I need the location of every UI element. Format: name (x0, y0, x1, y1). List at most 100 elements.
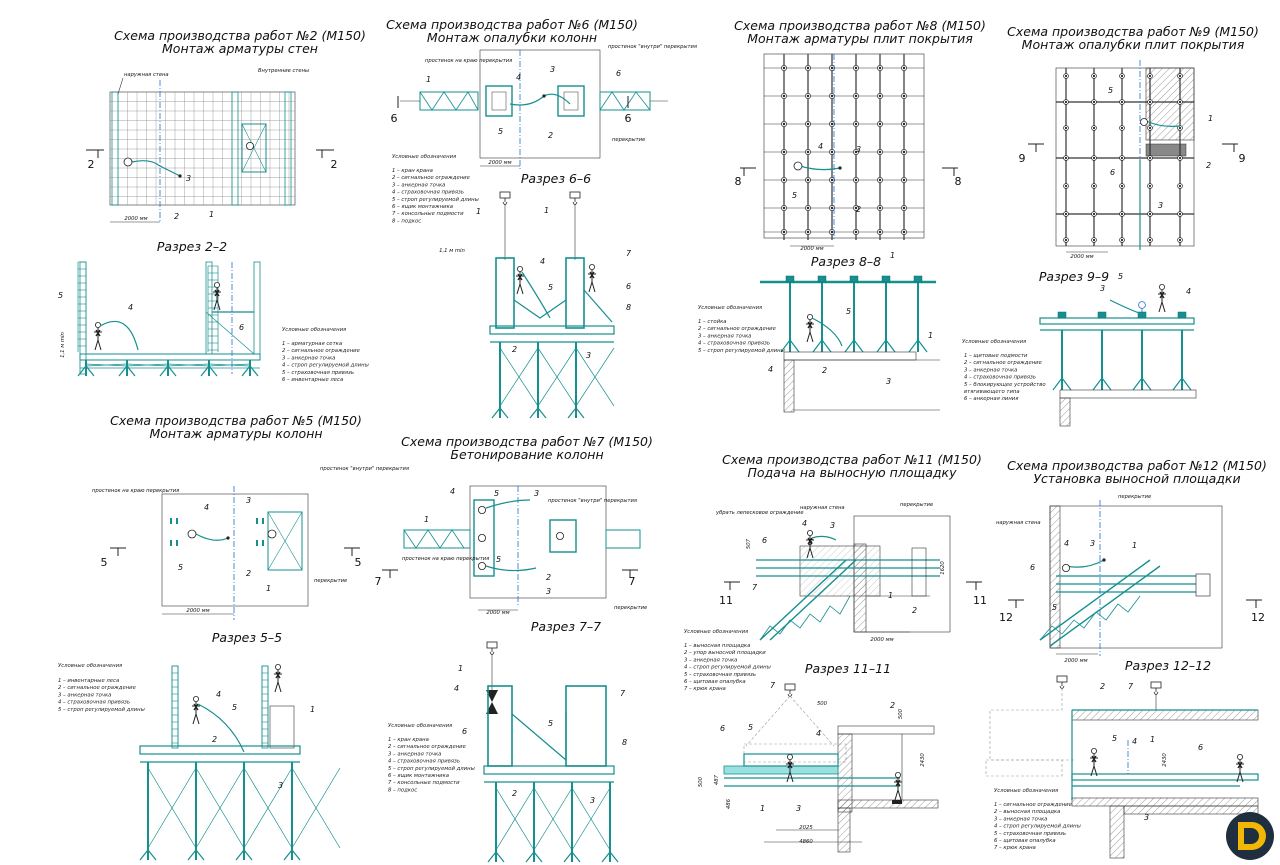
svg-text:2: 2 (822, 366, 827, 375)
legend-item: 1 – кран крана (392, 168, 433, 174)
svg-text:6: 6 (1030, 563, 1035, 572)
svg-text:1: 1 (544, 206, 549, 215)
legend-item: 5 – блокирующее устройство (964, 382, 1046, 388)
legend-s5: Условные обозначения 1 – инвентарные лес… (58, 663, 145, 713)
legend-item: 2 – сигнальное ограждение (58, 685, 137, 691)
dim-2000-s5: 2000 мм (186, 608, 209, 614)
svg-text:6: 6 (1110, 168, 1115, 177)
svg-text:3: 3 (796, 804, 801, 813)
svg-text:5: 5 (58, 291, 63, 300)
dim-11-s22: 1,1 м min (60, 332, 66, 358)
label-remove-barrier-s11: убрать лепесковое ограждение (715, 510, 804, 516)
dim-2000-s6: 2000 мм (488, 160, 511, 166)
svg-text:2: 2 (1206, 161, 1211, 170)
title-s12-line1: Схема производства работ №12 (М150) (1007, 458, 1267, 473)
legend-item: 1 – щитовые подмости (964, 353, 1028, 359)
label-floor-s11: перекрытие (900, 502, 933, 508)
legend-item: 2 – сигнальное ограждение (392, 175, 471, 181)
dim-2000-s11: 2000 мм (870, 637, 893, 643)
dim-2000-s2: 2000 мм (124, 216, 147, 222)
label-prostenok-inner-s7: простенок "внутри" перекрытия (548, 498, 637, 504)
svg-text:2: 2 (246, 569, 251, 578)
legend-item: 8 – подкос (392, 218, 421, 224)
legend-item: 4 – строп регулируемой длины (282, 363, 369, 369)
legend-item: 5 – страховочная привязь (684, 672, 756, 678)
section-2-2-drawing: 5 4 6 1,1 м min (58, 261, 261, 377)
svg-text:1: 1 (1132, 541, 1137, 550)
legend-item: 7 – консольные подмости (388, 780, 460, 786)
svg-text:2: 2 (1100, 682, 1105, 691)
label-prostenok-edge-s7: простенок на краю перекрытия (402, 556, 489, 562)
cut-2-right: 2 (331, 158, 338, 171)
legend-item: 5 – строп регулируемой длины (392, 197, 479, 203)
label-floor-s7: перекрытие (614, 605, 647, 611)
svg-text:5: 5 (846, 307, 851, 316)
svg-text:4: 4 (1064, 539, 1069, 548)
legend-item: 5 – страховочная привязь (994, 831, 1066, 837)
legend-item: 2 – сигнальное ограждение (388, 744, 467, 750)
cut-9-left: 9 (1019, 152, 1026, 165)
label-prostenok-inner-s6: простенок "внутри" перекрытия (608, 44, 697, 50)
svg-text:4: 4 (204, 503, 209, 512)
cut-5-right: 5 (355, 556, 362, 569)
label-prostenok-edge-s6: простенок на краю перекрытия (425, 58, 512, 64)
cut-11-left: 11 (719, 594, 733, 607)
scheme-2-plan: наружная стена Внутренние стены 3 2 1 20… (86, 68, 338, 223)
legend-item: 5 – страховочная привязь (282, 370, 354, 376)
cut-11-right: 11 (973, 594, 987, 607)
svg-text:1: 1 (424, 515, 429, 524)
label-outer-wall-s2: наружная стена (124, 72, 169, 78)
legend-title-s6: Условные обозначения (392, 154, 457, 160)
legend-item: 3 – анкерная точка (698, 333, 751, 339)
legend-item: 2 – сигнальное ограждение (698, 326, 777, 332)
dim-2025-s11: 2025 (799, 825, 813, 831)
legend-title-s12: Условные обозначения (994, 788, 1059, 794)
svg-text:5: 5 (494, 489, 499, 498)
legend-item: 3 – анкерная точка (684, 657, 737, 663)
svg-text:5: 5 (498, 127, 503, 136)
svg-text:5: 5 (548, 283, 553, 292)
svg-text:3: 3 (1090, 539, 1095, 548)
title-s8-line2: Монтаж арматуры плит покрытия (747, 31, 973, 46)
legend-item: 6 – ящик монтажника (392, 204, 453, 210)
svg-text:2: 2 (512, 789, 517, 798)
section-headings: Разрез 2–2 Разрез 6–6 Разрез 8–8 Разрез … (157, 171, 1211, 676)
svg-text:7: 7 (620, 689, 626, 698)
dim-507-s11: 507 (746, 538, 752, 549)
cut-12-left: 12 (999, 611, 1013, 624)
dim-500v-s11: 500 (898, 708, 904, 719)
svg-text:2: 2 (174, 212, 179, 221)
svg-text:3: 3 (246, 496, 251, 505)
svg-text:3: 3 (856, 145, 861, 154)
svg-text:5: 5 (792, 191, 797, 200)
svg-text:6: 6 (720, 724, 725, 733)
label-inner-walls: Внутренние стены (258, 68, 309, 74)
svg-text:3: 3 (186, 174, 191, 183)
svg-text:5: 5 (496, 555, 501, 564)
svg-text:1: 1 (888, 591, 893, 600)
legend-s2: Условные обозначения 1 – арматурная сетк… (282, 327, 369, 383)
dim-2000-s12: 2000 мм (1064, 658, 1087, 664)
svg-text:6: 6 (462, 727, 467, 736)
svg-text:6: 6 (616, 69, 621, 78)
svg-text:6: 6 (239, 323, 244, 332)
title-s7-line2: Бетонирование колонн (450, 447, 603, 462)
legend-item: 4 – строп регулируемой длины (684, 665, 771, 671)
svg-text:4: 4 (818, 142, 823, 151)
scheme-7-plan: простенок "внутри" перекрытия простенок … (375, 485, 647, 616)
title-s6-line2: Монтаж опалубки колонн (427, 30, 597, 45)
legend-item: 3 – анкерная точка (58, 692, 111, 698)
svg-text:2: 2 (212, 735, 217, 744)
section-7-7: Разрез 7–7 (531, 619, 601, 634)
legend-item: 8 – подкос (388, 787, 417, 793)
legend-item: 6 – ящик монтажника (388, 773, 449, 779)
svg-text:5: 5 (232, 703, 237, 712)
label-floor-s6: перекрытие (612, 137, 645, 143)
dim-500-s11: 500 (817, 701, 828, 707)
legend-item: 5 – строп регулируемой длины (388, 766, 475, 772)
legend-item: 2 – сигнальное ограждение (282, 348, 361, 354)
legend-item: 4 – страховочная привязь (964, 375, 1036, 381)
cut-8-right: 8 (955, 175, 962, 188)
